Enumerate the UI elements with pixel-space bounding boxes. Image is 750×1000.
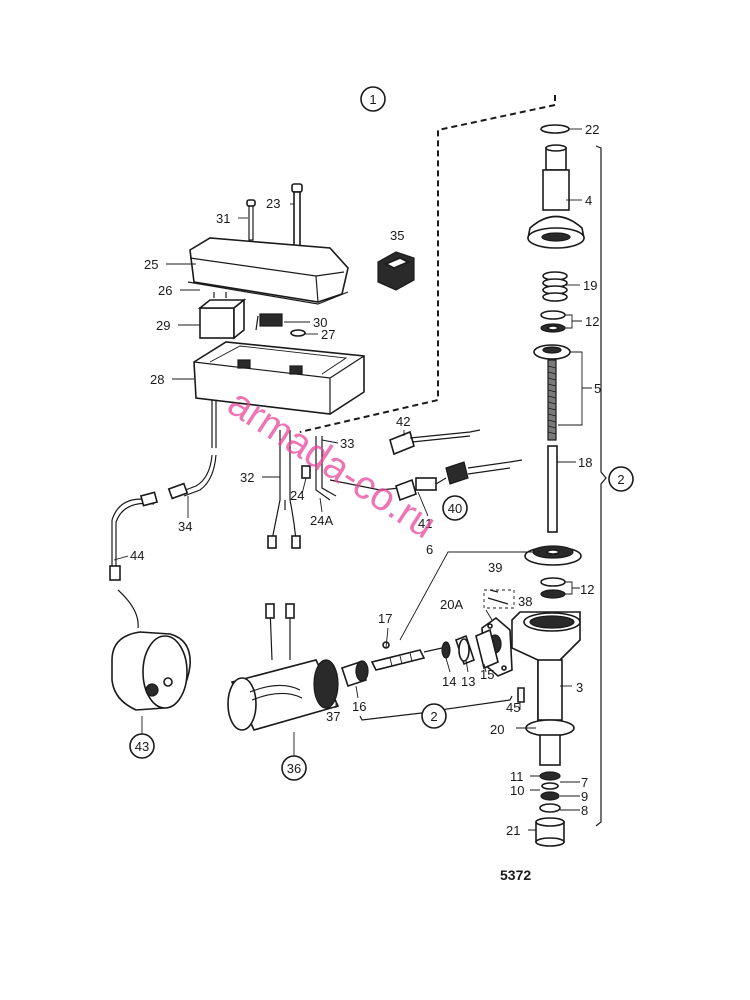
rod-part (547, 445, 558, 533)
washer-part (540, 310, 566, 320)
label-27: 27 (321, 327, 335, 342)
spring-part (542, 271, 568, 302)
svg-text:43: 43 (135, 739, 149, 754)
label-23: 23 (266, 196, 280, 211)
label-4: 4 (585, 193, 592, 208)
label-9: 9 (581, 789, 588, 804)
label-20: 20 (490, 722, 504, 737)
label-16: 16 (352, 699, 366, 714)
o-ring-part (540, 124, 570, 134)
label-42: 42 (396, 414, 410, 429)
upper-shaft-part (527, 144, 585, 249)
wiring-harness (109, 400, 523, 581)
label-24: 24 (290, 488, 304, 503)
label-33: 33 (340, 436, 354, 451)
end-cap-part (535, 817, 565, 847)
label-22: 22 (585, 122, 599, 137)
label-32: 32 (240, 470, 254, 485)
connector-part (255, 313, 283, 331)
motor-assembly (227, 603, 499, 731)
drawing-code: 5372 (500, 867, 531, 883)
long-bolt-part (291, 183, 303, 247)
label-14: 14 (442, 674, 456, 689)
circled-ref-2-lower: 2 (421, 703, 447, 729)
label-12: 12 (585, 314, 599, 329)
label-30: 30 (313, 315, 327, 330)
box-body-part (193, 341, 365, 415)
label-13: 13 (461, 674, 475, 689)
label-34: 34 (178, 519, 192, 534)
plug-part (377, 251, 415, 291)
gasket-part (187, 281, 349, 305)
label-31: 31 (216, 211, 230, 226)
circled-ref-1: 1 (360, 86, 386, 112)
label-41: 41 (418, 516, 432, 531)
label-28: 28 (150, 372, 164, 387)
label-38: 38 (518, 594, 532, 609)
relay-part (197, 292, 247, 340)
control-box (187, 183, 415, 415)
group-bracket (595, 145, 607, 827)
shaft-assembly (481, 124, 585, 847)
label-39: 39 (488, 560, 502, 575)
circled-ref-43: 43 (129, 733, 155, 759)
svg-text:2: 2 (617, 472, 624, 487)
part-labels: 22 4 19 12 5 18 6 39 38 12 20A 17 14 13 … (130, 122, 601, 838)
cable-part (179, 454, 213, 493)
label-44: 44 (130, 548, 144, 563)
label-35: 35 (390, 228, 404, 243)
label-3: 3 (576, 680, 583, 695)
svg-text:36: 36 (287, 761, 301, 776)
label-37: 37 (326, 709, 340, 724)
leader-lines (113, 128, 592, 831)
label-11: 11 (510, 769, 524, 784)
coupling-part (340, 660, 369, 688)
connector-cable-part (389, 429, 481, 456)
label-18: 18 (578, 455, 592, 470)
housing-part (511, 611, 581, 766)
label-29: 29 (156, 318, 170, 333)
label-5: 5 (594, 381, 601, 396)
gauge-part (111, 589, 191, 711)
circled-references: 1 2 2 40 43 36 (129, 86, 634, 781)
label-26: 26 (158, 283, 172, 298)
box-cover-part (189, 237, 349, 303)
svg-text:40: 40 (448, 501, 462, 516)
label-45: 45 (506, 700, 520, 715)
circled-ref-36: 36 (281, 755, 307, 781)
label-17: 17 (378, 611, 392, 626)
label-20a: 20A (440, 597, 463, 612)
threaded-spindle-part (533, 344, 571, 441)
label-7: 7 (581, 775, 588, 790)
label-21: 21 (506, 823, 520, 838)
label-15: 15 (480, 667, 494, 682)
label-6: 6 (426, 542, 433, 557)
label-12b: 12 (580, 582, 594, 597)
circled-ref-40: 40 (442, 495, 468, 521)
plug-assembly-part (395, 459, 523, 502)
label-8: 8 (581, 803, 588, 818)
svg-text:1: 1 (369, 92, 376, 107)
label-25: 25 (144, 257, 158, 272)
gear-part (524, 545, 582, 566)
label-10: 10 (510, 783, 524, 798)
label-19: 19 (583, 278, 597, 293)
circled-ref-2-right: 2 (608, 466, 634, 492)
label-24a: 24A (310, 513, 333, 528)
svg-text:2: 2 (430, 709, 437, 724)
screw-part (246, 199, 256, 241)
